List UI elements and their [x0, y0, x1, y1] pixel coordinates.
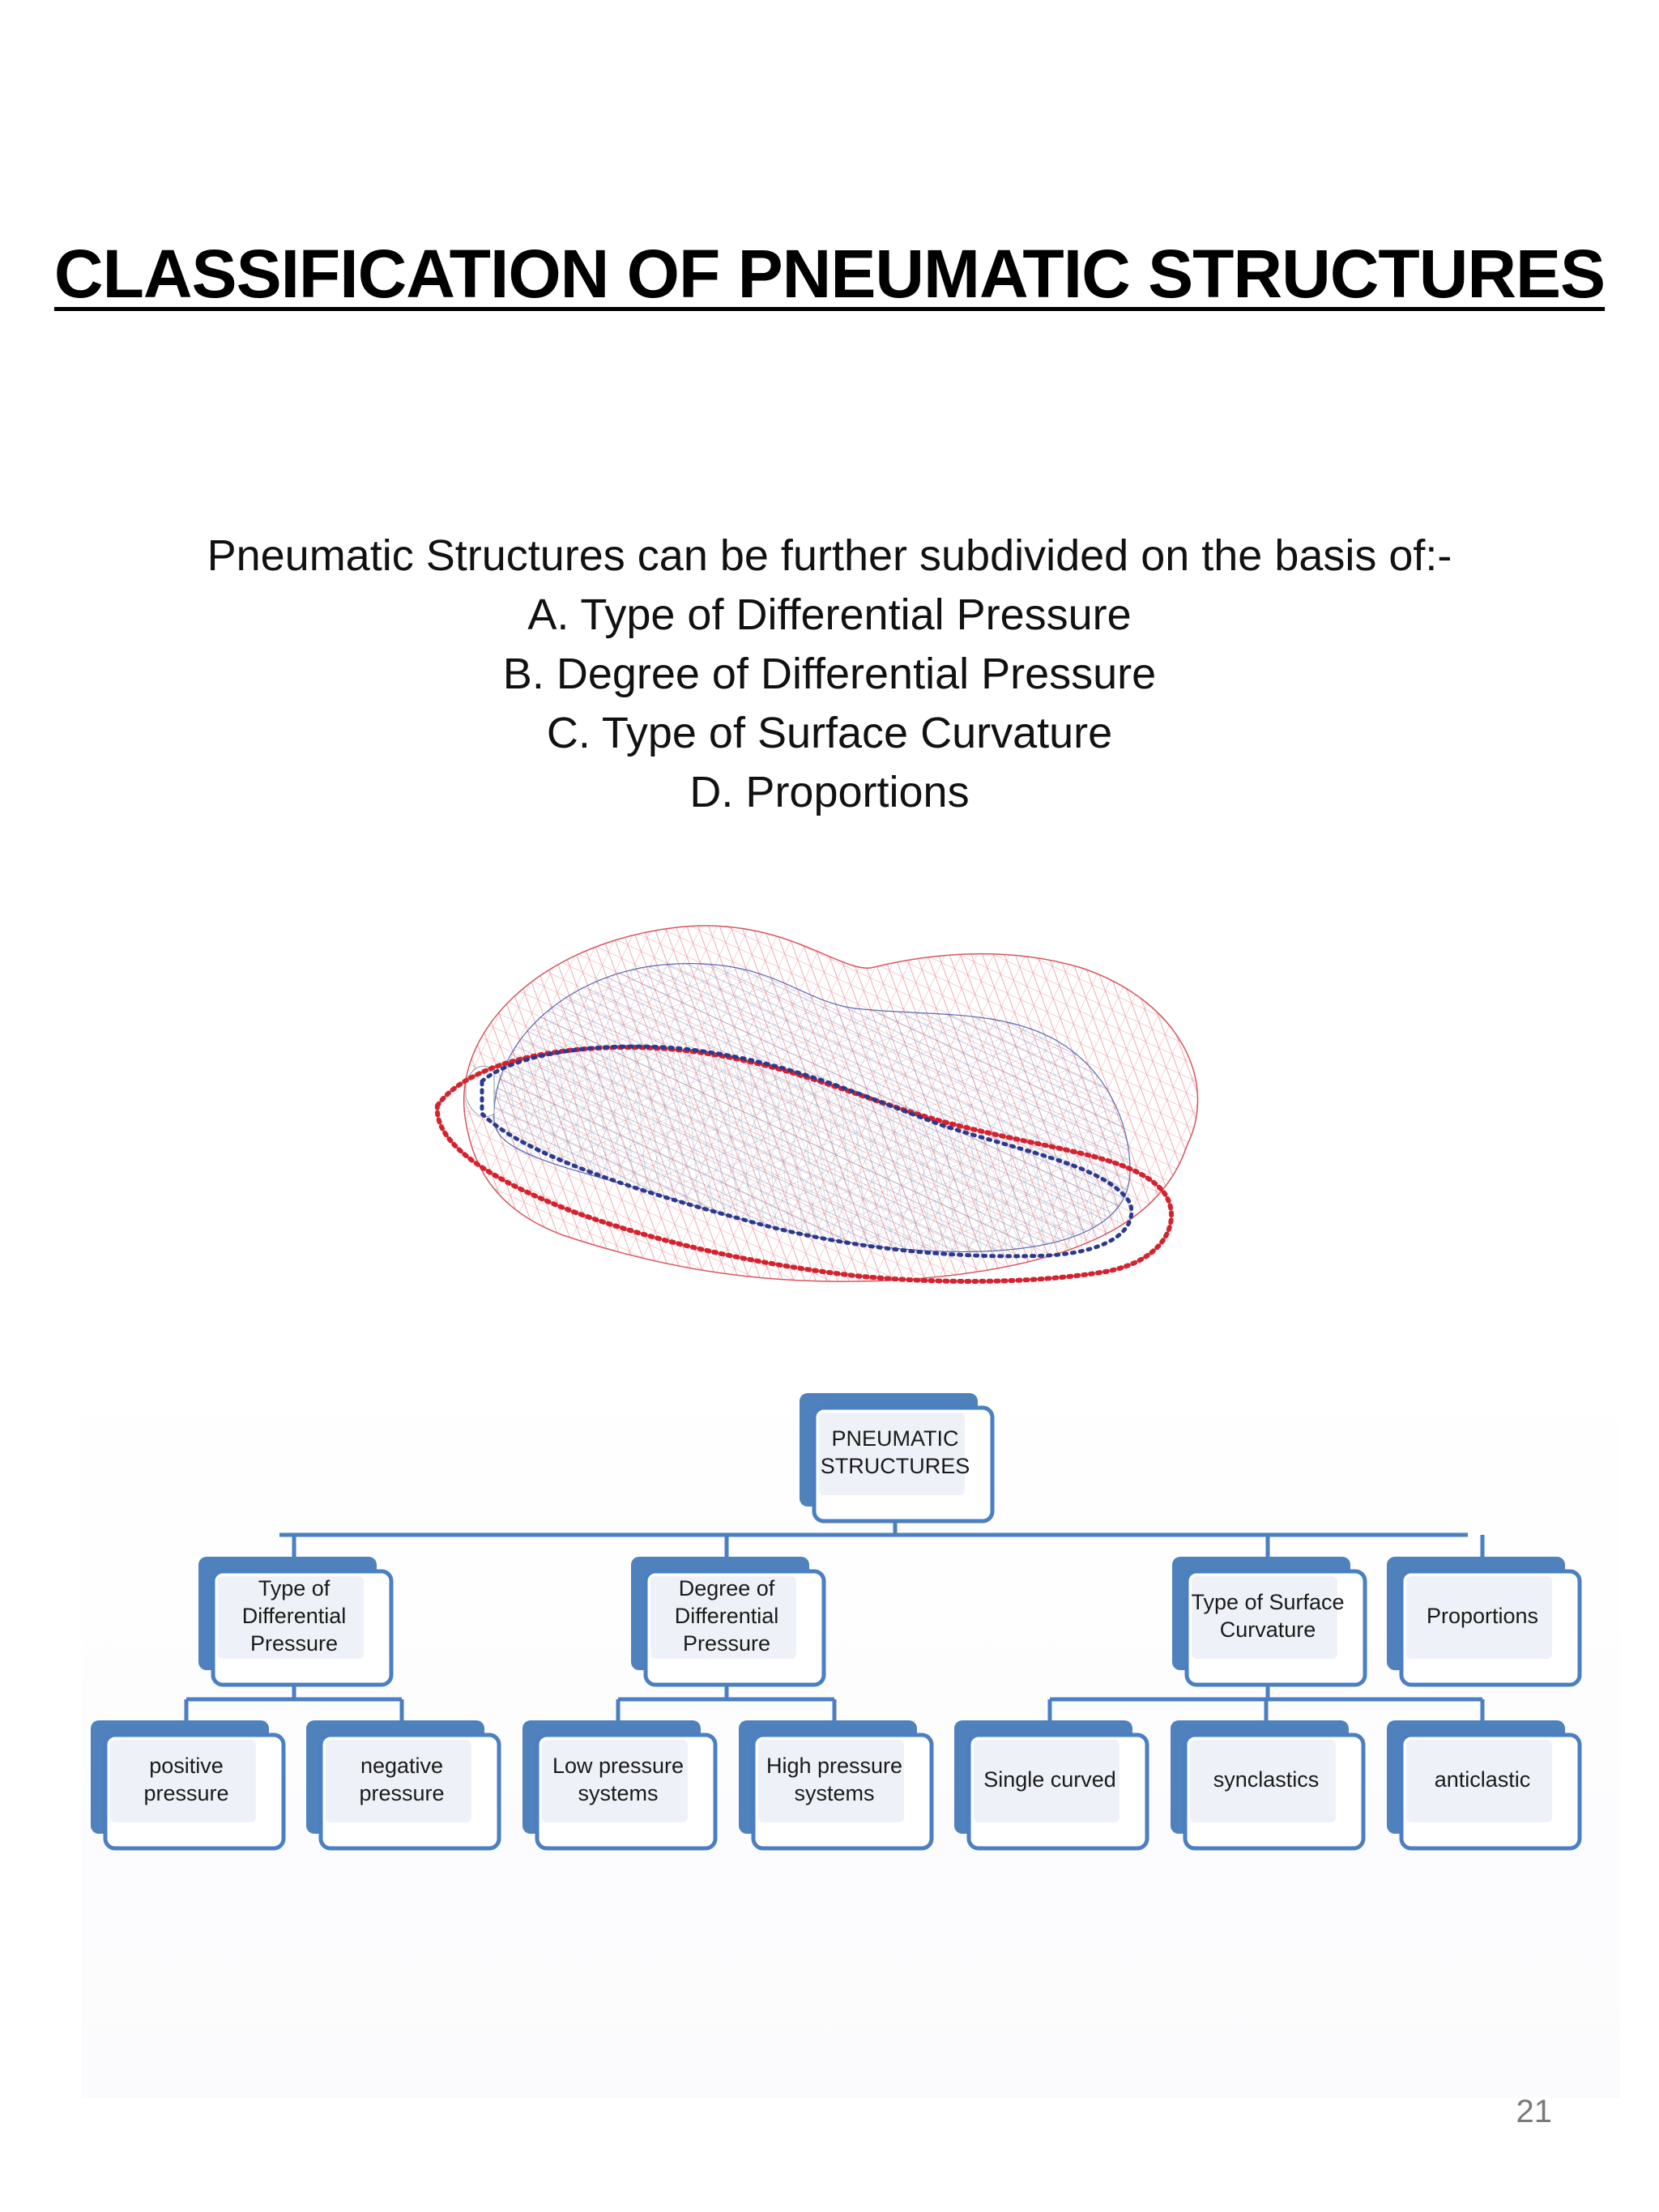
box-label: pressure	[143, 1781, 228, 1805]
box-label: Differential	[675, 1604, 779, 1628]
box-fill	[1190, 1740, 1336, 1822]
page-title: CLASSIFICATION OF PNEUMATIC STRUCTURES	[53, 236, 1606, 312]
box-label: synclastics	[1213, 1767, 1320, 1792]
box-label: Differential	[242, 1604, 347, 1628]
box-label: systems	[578, 1781, 658, 1805]
leaf-high-pressure-systems: High pressure systems	[739, 1720, 934, 1851]
box-label: Type of Surface	[1191, 1590, 1344, 1614]
box-fill	[542, 1740, 688, 1822]
box-fill	[758, 1740, 904, 1822]
intro-line: B. Degree of Differential Pressure	[502, 650, 1157, 698]
intro-line: A. Type of Differential Pressure	[527, 590, 1132, 639]
leaf-anticlastic: anticlastic	[1387, 1720, 1582, 1851]
box-label: Degree of	[679, 1576, 775, 1600]
box-fill	[110, 1740, 256, 1822]
box-label: anticlastic	[1435, 1767, 1531, 1792]
box-fill	[326, 1740, 471, 1822]
box-fill	[1406, 1740, 1552, 1822]
box-fill	[1406, 1576, 1552, 1659]
root-node-pneumatic-structures: PNEUMATIC STRUCTURES	[800, 1393, 995, 1524]
pneumatic-structure-illustration	[434, 925, 1199, 1284]
box-label: High pressure	[766, 1754, 902, 1778]
page-number: 21	[1516, 2094, 1553, 2129]
leaf-synclastics: synclastics	[1171, 1720, 1366, 1851]
leaf-negative-pressure: negative pressure	[306, 1720, 501, 1851]
box-fill	[218, 1576, 364, 1659]
box-label: Single curved	[983, 1767, 1116, 1792]
box-label: Curvature	[1220, 1617, 1316, 1642]
leaf-positive-pressure: positive pressure	[91, 1720, 286, 1851]
box-fill	[1192, 1576, 1337, 1659]
intro-line: D. Proportions	[689, 768, 970, 816]
box-label: Type of	[258, 1576, 331, 1600]
box-label: Proportions	[1427, 1604, 1538, 1628]
category-proportions: Proportions	[1387, 1557, 1582, 1687]
box-label: negative	[360, 1754, 443, 1778]
intro-text: Pneumatic Structures can be further subd…	[0, 526, 1659, 822]
box-label: STRUCTURES	[821, 1454, 970, 1478]
leaf-low-pressure-systems: Low pressure systems	[522, 1720, 718, 1851]
box-label: PNEUMATIC	[831, 1426, 958, 1451]
box-label: Pressure	[683, 1631, 770, 1656]
box-label: positive	[149, 1754, 224, 1778]
box-fill	[819, 1413, 965, 1495]
intro-line: C. Type of Surface Curvature	[546, 709, 1113, 757]
box-fill	[974, 1740, 1120, 1822]
box-label: Pressure	[250, 1631, 338, 1656]
box-label: pressure	[359, 1781, 444, 1805]
intro-line: Pneumatic Structures can be further subd…	[207, 531, 1452, 580]
box-label: systems	[794, 1781, 874, 1805]
box-fill	[650, 1576, 796, 1659]
leaf-single-curved: Single curved	[954, 1720, 1149, 1851]
box-label: Low pressure	[552, 1754, 684, 1778]
